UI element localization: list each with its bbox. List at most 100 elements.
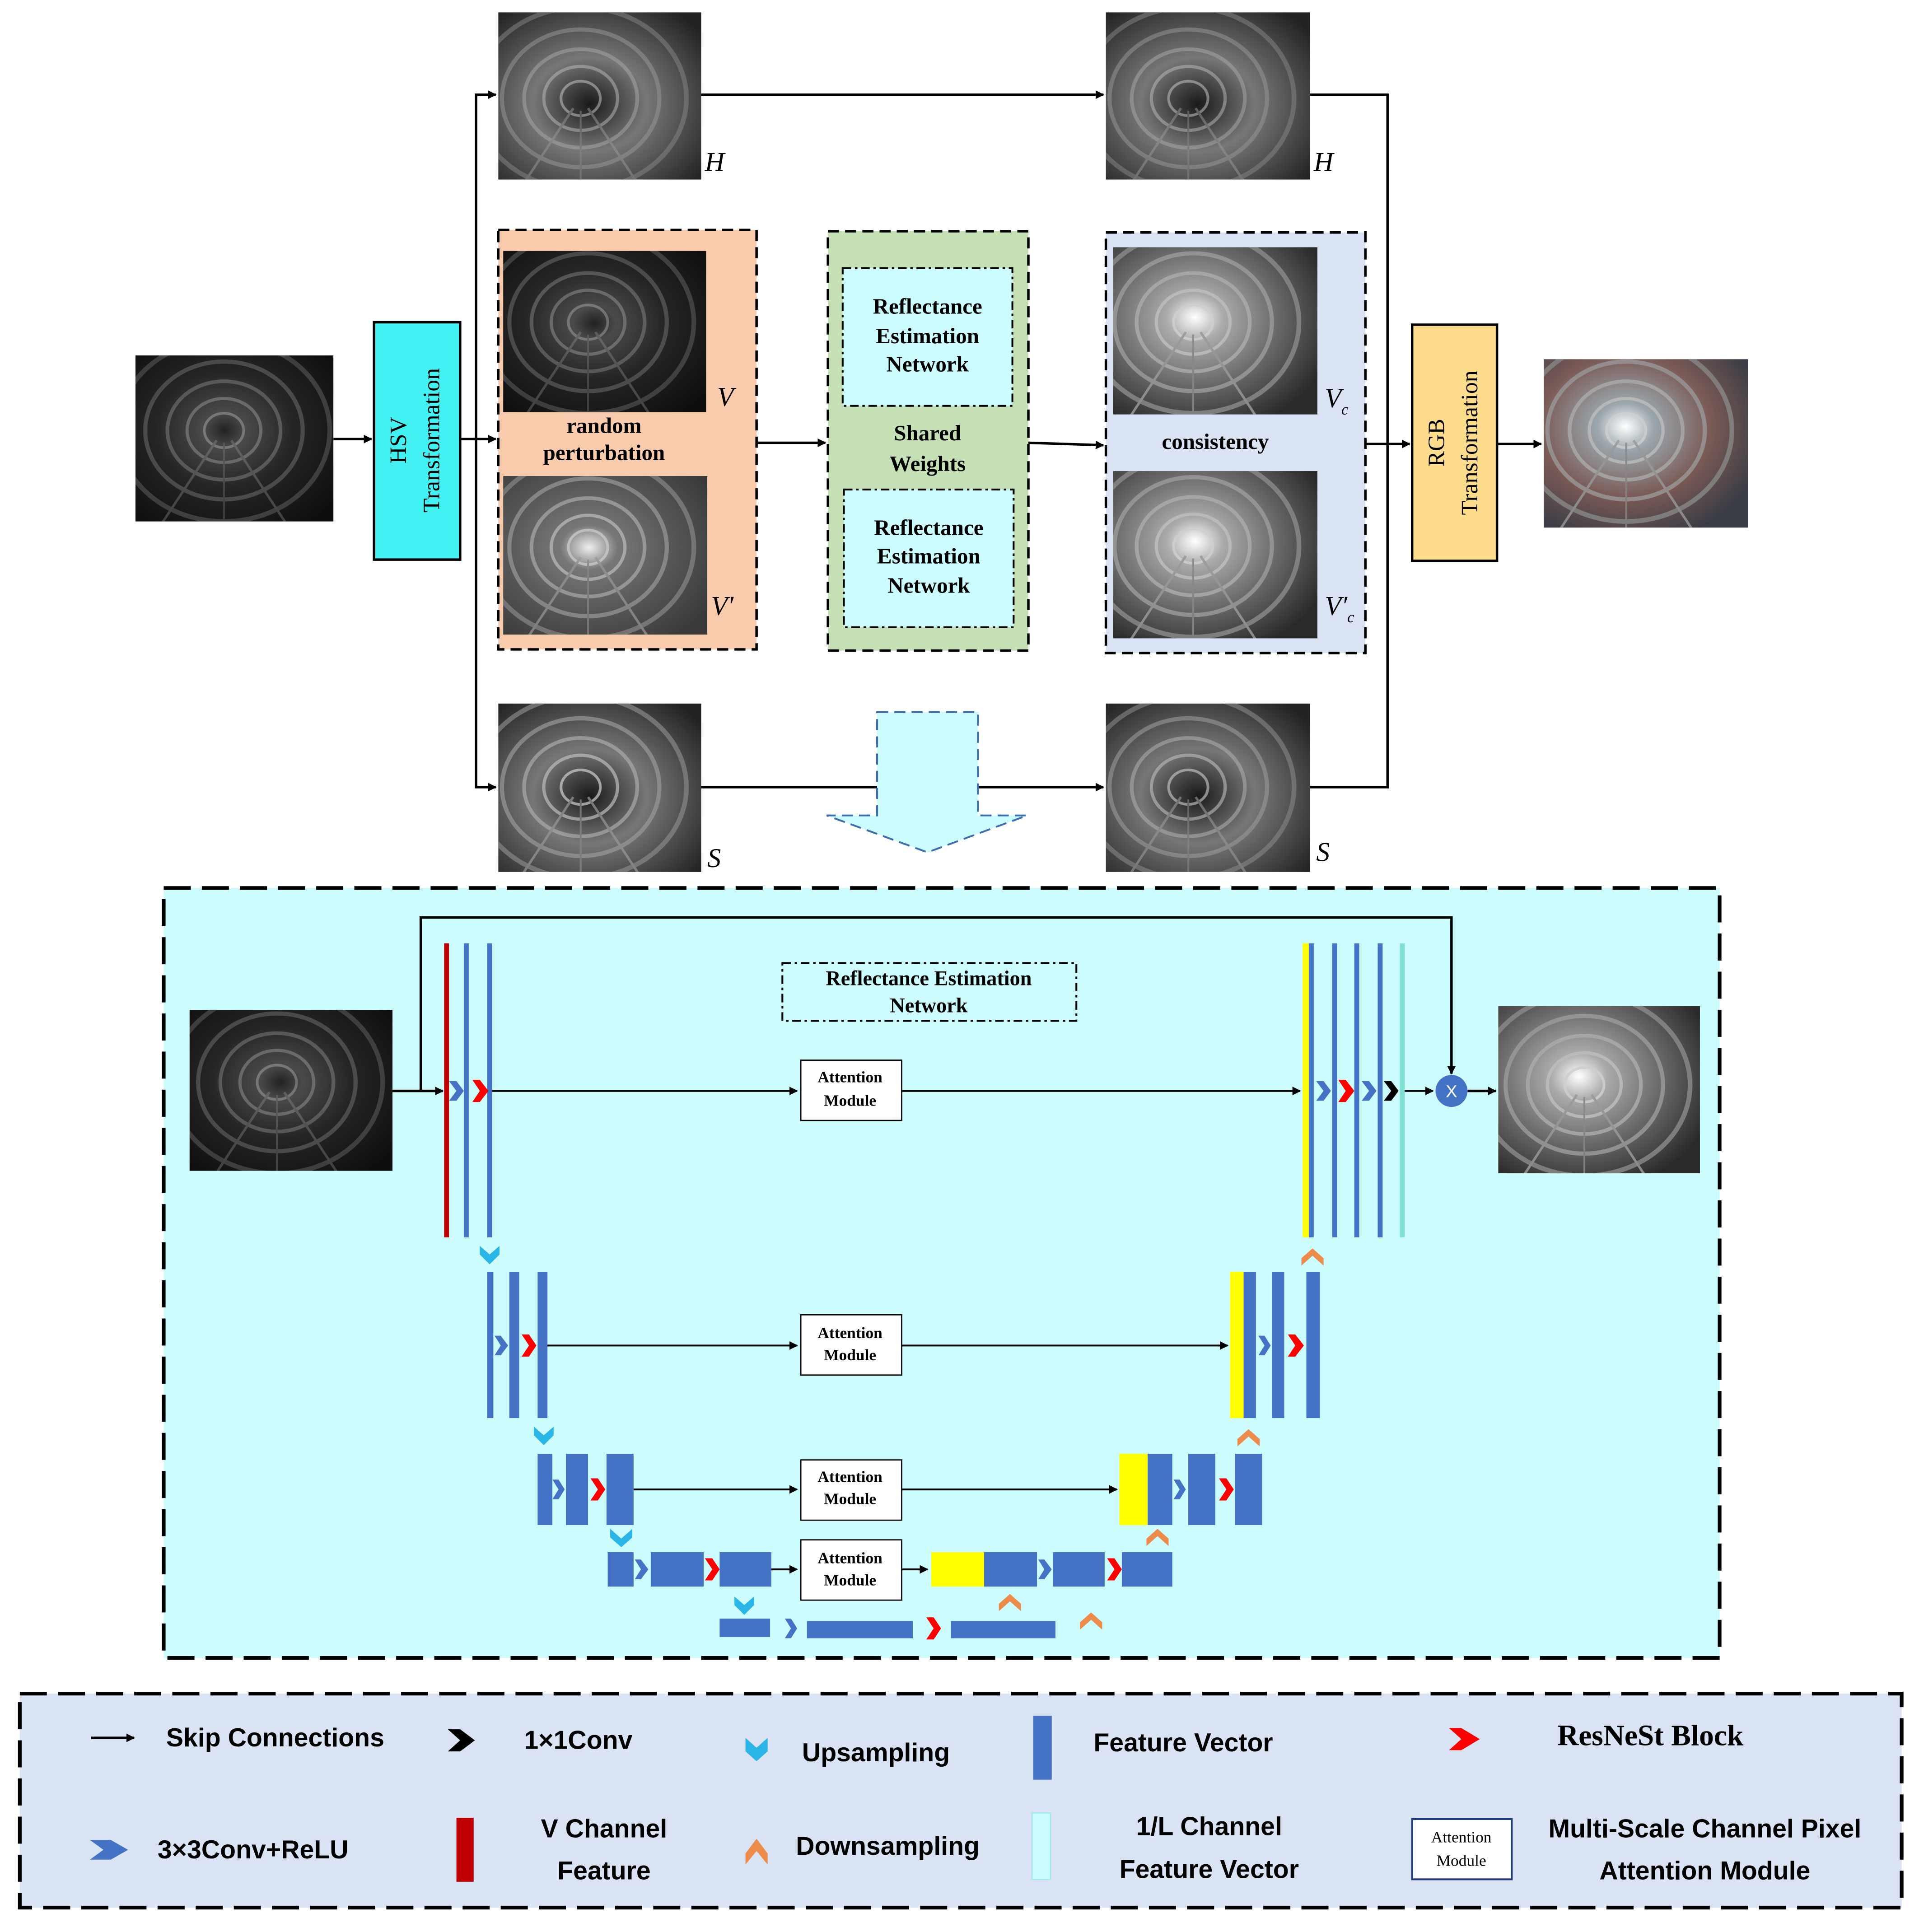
network-title-2: Network <box>890 994 967 1017</box>
conv3x3-relu-icon <box>90 1840 128 1860</box>
v-channel-label: V <box>717 382 737 412</box>
feature-vector <box>807 1621 913 1638</box>
ren-box-bottom <box>843 488 1015 628</box>
s-label-right: S <box>1316 837 1330 867</box>
network-title-box <box>781 962 1078 1022</box>
input-image <box>118 340 334 541</box>
attention-module-icon <box>1411 1818 1513 1881</box>
legend-l-channel-1: 1/L Channel <box>1136 1812 1282 1841</box>
upsample-icon <box>1146 1529 1169 1546</box>
upsampled-feature <box>1230 1271 1244 1419</box>
vc-label: Vc <box>1325 383 1349 418</box>
feature-vector <box>1354 943 1359 1237</box>
rgb-label: RGB <box>1424 419 1450 467</box>
v-channel-feature <box>444 943 449 1237</box>
downsample-icon <box>480 1246 500 1265</box>
feature-vector <box>1272 1271 1284 1419</box>
legend-downsampling: Downsampling <box>796 1832 980 1861</box>
ren-bottom-1: Reflectance <box>874 515 983 540</box>
feature-vector <box>1053 1552 1105 1587</box>
feature-vector <box>719 1618 770 1637</box>
legend-conv1x1: 1×1Conv <box>524 1726 632 1755</box>
legend-attention-icon-1: Attention <box>1431 1828 1492 1846</box>
feature-vector <box>951 1621 1055 1638</box>
output-image <box>1520 340 1748 541</box>
resnest-icon <box>926 1617 941 1640</box>
resnest-icon <box>1338 1080 1354 1102</box>
feature-vector <box>487 943 492 1237</box>
perturbation-panel: random perturbation V V′ <box>482 229 758 651</box>
legend-panel: Skip Connections 1×1Conv Upsampling Feat… <box>18 1692 1904 1910</box>
perturbation-label-2: perturbation <box>543 440 665 465</box>
conv3x3-icon <box>1258 1335 1271 1356</box>
feature-vector <box>984 1552 1037 1587</box>
conv3x3-icon <box>1316 1081 1331 1101</box>
rgb-label-2: Transformation <box>1457 370 1483 515</box>
hsv-label: HSV <box>386 417 411 464</box>
v-prime-channel-label: V′ <box>711 591 734 621</box>
resnest-icon <box>590 1478 606 1501</box>
feature-vector <box>1306 1271 1320 1419</box>
resnest-icon <box>1288 1334 1304 1357</box>
upsample-icon <box>1080 1612 1102 1630</box>
feature-vector <box>650 1552 704 1587</box>
top-pipeline: HSV Transformation RGB Transformation ra… <box>118 7 1748 873</box>
legend-resnest-block: ResNeSt Block <box>1557 1719 1744 1752</box>
upsample-icon <box>1301 1248 1324 1266</box>
vc-prime-channel-image <box>1113 471 1318 639</box>
legend-attention-desc-1: Multi-Scale Channel Pixel <box>1548 1815 1861 1843</box>
feature-vector <box>566 1454 588 1526</box>
rgb-transformation-box: RGB Transformation <box>1410 323 1499 562</box>
perturbation-label-1: random <box>566 413 641 438</box>
ren-top-2: Estimation <box>876 323 979 348</box>
legend-l-channel-2: Feature Vector <box>1120 1855 1299 1884</box>
attention-label: Module <box>824 1346 876 1364</box>
legend-v-channel-1: V Channel <box>541 1815 668 1843</box>
legend-upsampling: Upsampling <box>802 1738 950 1767</box>
legend-attention-desc-2: Attention Module <box>1599 1856 1810 1885</box>
resnest-icon <box>1107 1558 1122 1581</box>
attention-module-4: Attention Module <box>800 1539 902 1601</box>
network-output-image <box>1479 994 1700 1174</box>
upsampling-icon <box>745 1738 768 1761</box>
downsample-icon <box>534 1427 554 1445</box>
legend-conv3x3: 3×3Conv+ReLU <box>158 1835 349 1864</box>
attention-label: Module <box>824 1091 876 1109</box>
h-label-right: H <box>1313 147 1335 177</box>
feature-vector <box>537 1271 548 1419</box>
feature-vector <box>1243 1271 1256 1419</box>
shared-weights-1: Shared <box>894 420 961 445</box>
conv1x1-icon <box>1384 1081 1399 1101</box>
attention-label: Attention <box>817 1549 882 1567</box>
multiply-symbol: X <box>1446 1082 1457 1101</box>
attention-module-2: Attention Module <box>800 1314 902 1376</box>
shared-weights-2: Weights <box>889 451 966 476</box>
v-channel-feature-icon <box>456 1818 474 1882</box>
expand-down-arrow <box>826 711 1027 854</box>
feature-vector-icon <box>1033 1716 1052 1780</box>
feature-vector <box>487 1271 494 1419</box>
network-input-image <box>171 991 393 1171</box>
attention-module-3: Attention Module <box>800 1459 902 1521</box>
vc-channel-image <box>1113 231 1318 433</box>
attention-module-1: Attention Module <box>800 1059 902 1121</box>
legend-feature-vector: Feature Vector <box>1093 1728 1273 1757</box>
downsample-icon <box>610 1529 633 1548</box>
upsampled-feature <box>1303 943 1309 1237</box>
h-channel-image <box>475 7 701 180</box>
attention-label: Module <box>824 1571 876 1589</box>
resnest-icon <box>705 1558 720 1581</box>
l-channel-feature-vector <box>1400 943 1405 1237</box>
upsampled-feature <box>931 1552 984 1587</box>
downsample-icon <box>734 1596 754 1615</box>
multiply-icon <box>1435 1075 1468 1107</box>
v-prime-channel-image <box>482 476 708 635</box>
conv3x3-icon <box>449 1081 464 1101</box>
ren-top-3: Network <box>886 351 969 376</box>
feature-vector <box>537 1454 553 1526</box>
attention-label: Attention <box>817 1068 882 1086</box>
global-skip-connection <box>392 916 1497 1096</box>
conv3x3-icon <box>784 1618 798 1638</box>
shared-weights-panel: Reflectance Estimation Network Shared We… <box>826 230 1030 652</box>
